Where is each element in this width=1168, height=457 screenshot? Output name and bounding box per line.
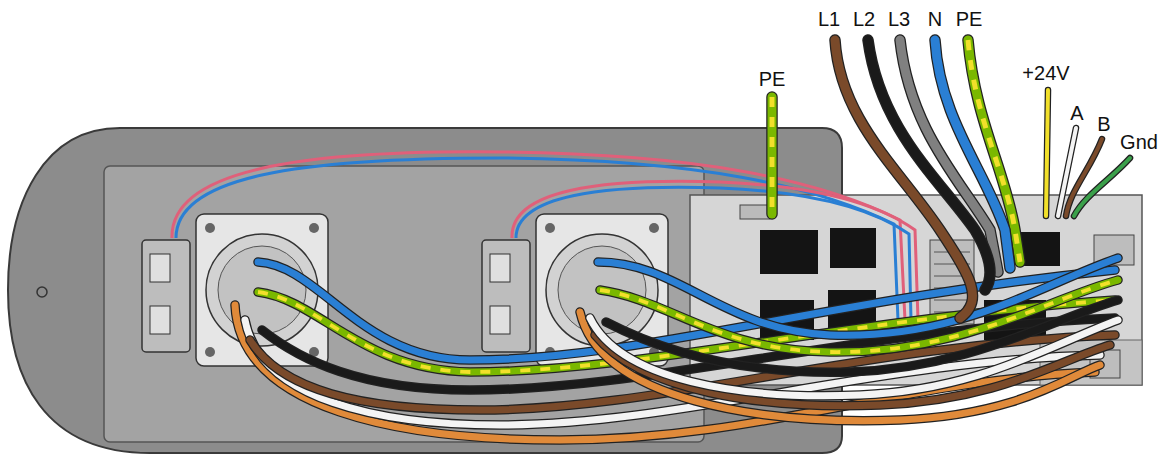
terminal-board-part	[934, 300, 970, 301]
bus-wire-part	[1046, 90, 1048, 216]
socket-part	[482, 240, 530, 352]
socket-part	[142, 240, 190, 352]
wire-label: +24V	[1022, 62, 1069, 85]
power-wire-part	[598, 258, 1118, 335]
terminal-board-part	[740, 205, 770, 219]
socket-part	[309, 223, 319, 233]
socket-part	[649, 223, 659, 233]
terminal-board-part	[830, 228, 876, 268]
wire-label: B	[1097, 113, 1110, 136]
socket-part	[150, 306, 170, 334]
bus-wire	[1046, 90, 1130, 216]
bus-wire-part	[1074, 158, 1130, 216]
supply-wire-part	[768, 97, 777, 214]
supply-wire-part	[835, 40, 973, 318]
wire-label: L2	[853, 8, 875, 31]
supply-wire	[772, 40, 1020, 318]
supply-wire-part	[766, 97, 778, 214]
socket-part	[205, 347, 215, 357]
wire-label: Gnd	[1120, 131, 1158, 154]
bus-wire-part	[1046, 90, 1048, 216]
wire-label: L3	[888, 8, 910, 31]
wire-label: N	[928, 8, 942, 31]
socket-part	[205, 223, 215, 233]
socket	[142, 214, 328, 366]
socket-part	[150, 254, 170, 282]
wire-label: PE	[759, 68, 786, 91]
wire-label: A	[1070, 102, 1083, 125]
socket-part	[545, 223, 555, 233]
wire-label: PE	[956, 8, 983, 31]
supply-wire-part	[770, 97, 775, 214]
terminal-board-part	[1020, 232, 1060, 266]
socket-part	[490, 306, 510, 334]
bus-wire-part	[1074, 158, 1130, 216]
housing-part	[37, 287, 47, 297]
socket-part	[490, 254, 510, 282]
wire-label: L1	[818, 8, 840, 31]
power-wire-part	[598, 258, 1118, 335]
supply-wire-part	[835, 40, 973, 318]
terminal-board-part	[760, 230, 818, 274]
